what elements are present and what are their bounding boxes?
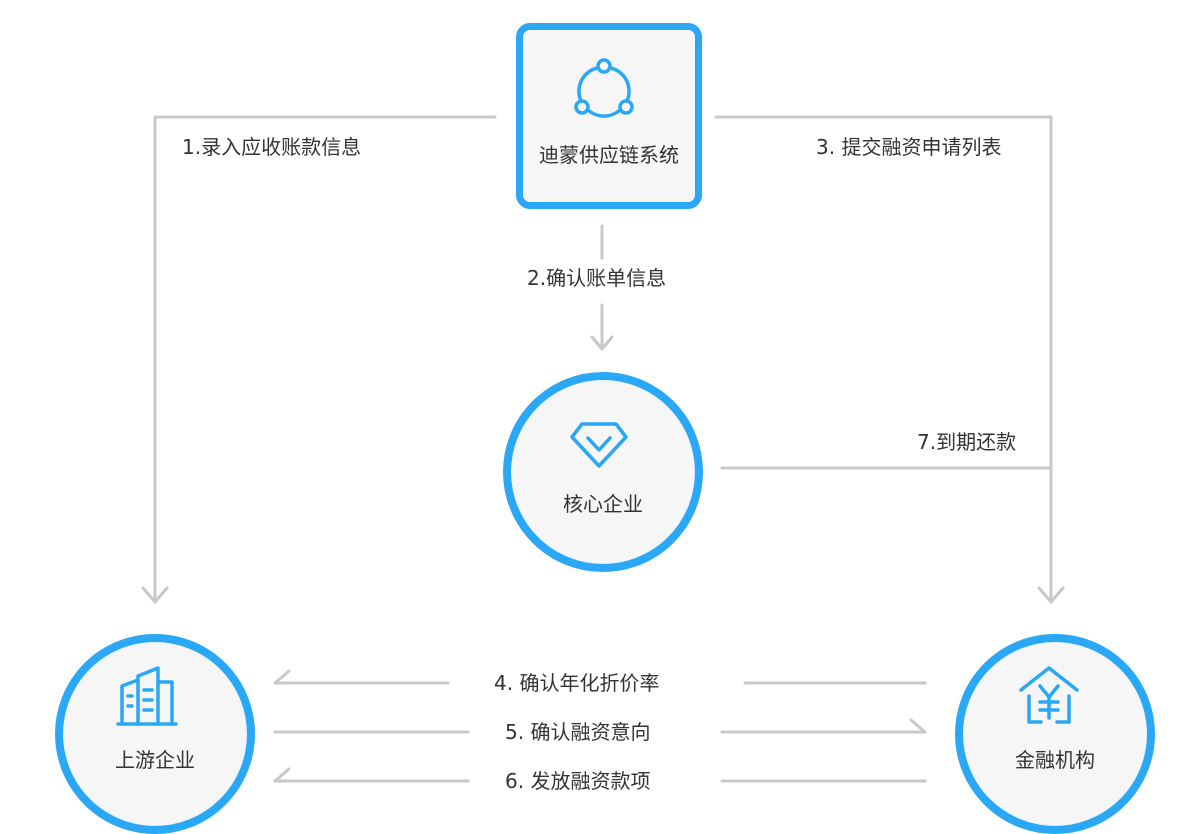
step5-label: 5. 确认融资意向: [499, 720, 657, 744]
step2-label: 2.确认账单信息: [521, 266, 673, 290]
step7-label: 7.到期还款: [911, 430, 1023, 454]
yen-house-icon: [1019, 666, 1079, 724]
node-core: [503, 372, 703, 572]
node-finance-label: 金融机构: [1015, 748, 1095, 772]
arrowhead-step2: [590, 335, 614, 351]
arrowhead-step5: [909, 718, 927, 734]
building-icon: [116, 666, 178, 726]
step3-label: 3. 提交融资申请列表: [810, 135, 1008, 159]
node-upstream-label: 上游企业: [115, 748, 195, 772]
connector-step1: [153, 115, 497, 604]
arrowhead-step4: [273, 669, 291, 685]
arrowhead-step6: [273, 767, 291, 783]
step4-label: 4. 确认年化折价率: [488, 671, 666, 695]
share-nodes-icon: [574, 58, 634, 118]
node-system: [516, 23, 702, 209]
node-core-label: 核心企业: [563, 492, 643, 516]
arrowhead-step3: [1037, 586, 1065, 604]
arrowhead-step1: [141, 586, 169, 604]
step1-label: 1.录入应收账款信息: [176, 135, 368, 159]
node-upstream: [55, 634, 255, 834]
connector-step3: [714, 115, 1053, 604]
step6-label: 6. 发放融资款项: [499, 769, 657, 793]
diamond-icon: [570, 422, 628, 468]
node-system-label: 迪蒙供应链系统: [539, 143, 679, 167]
